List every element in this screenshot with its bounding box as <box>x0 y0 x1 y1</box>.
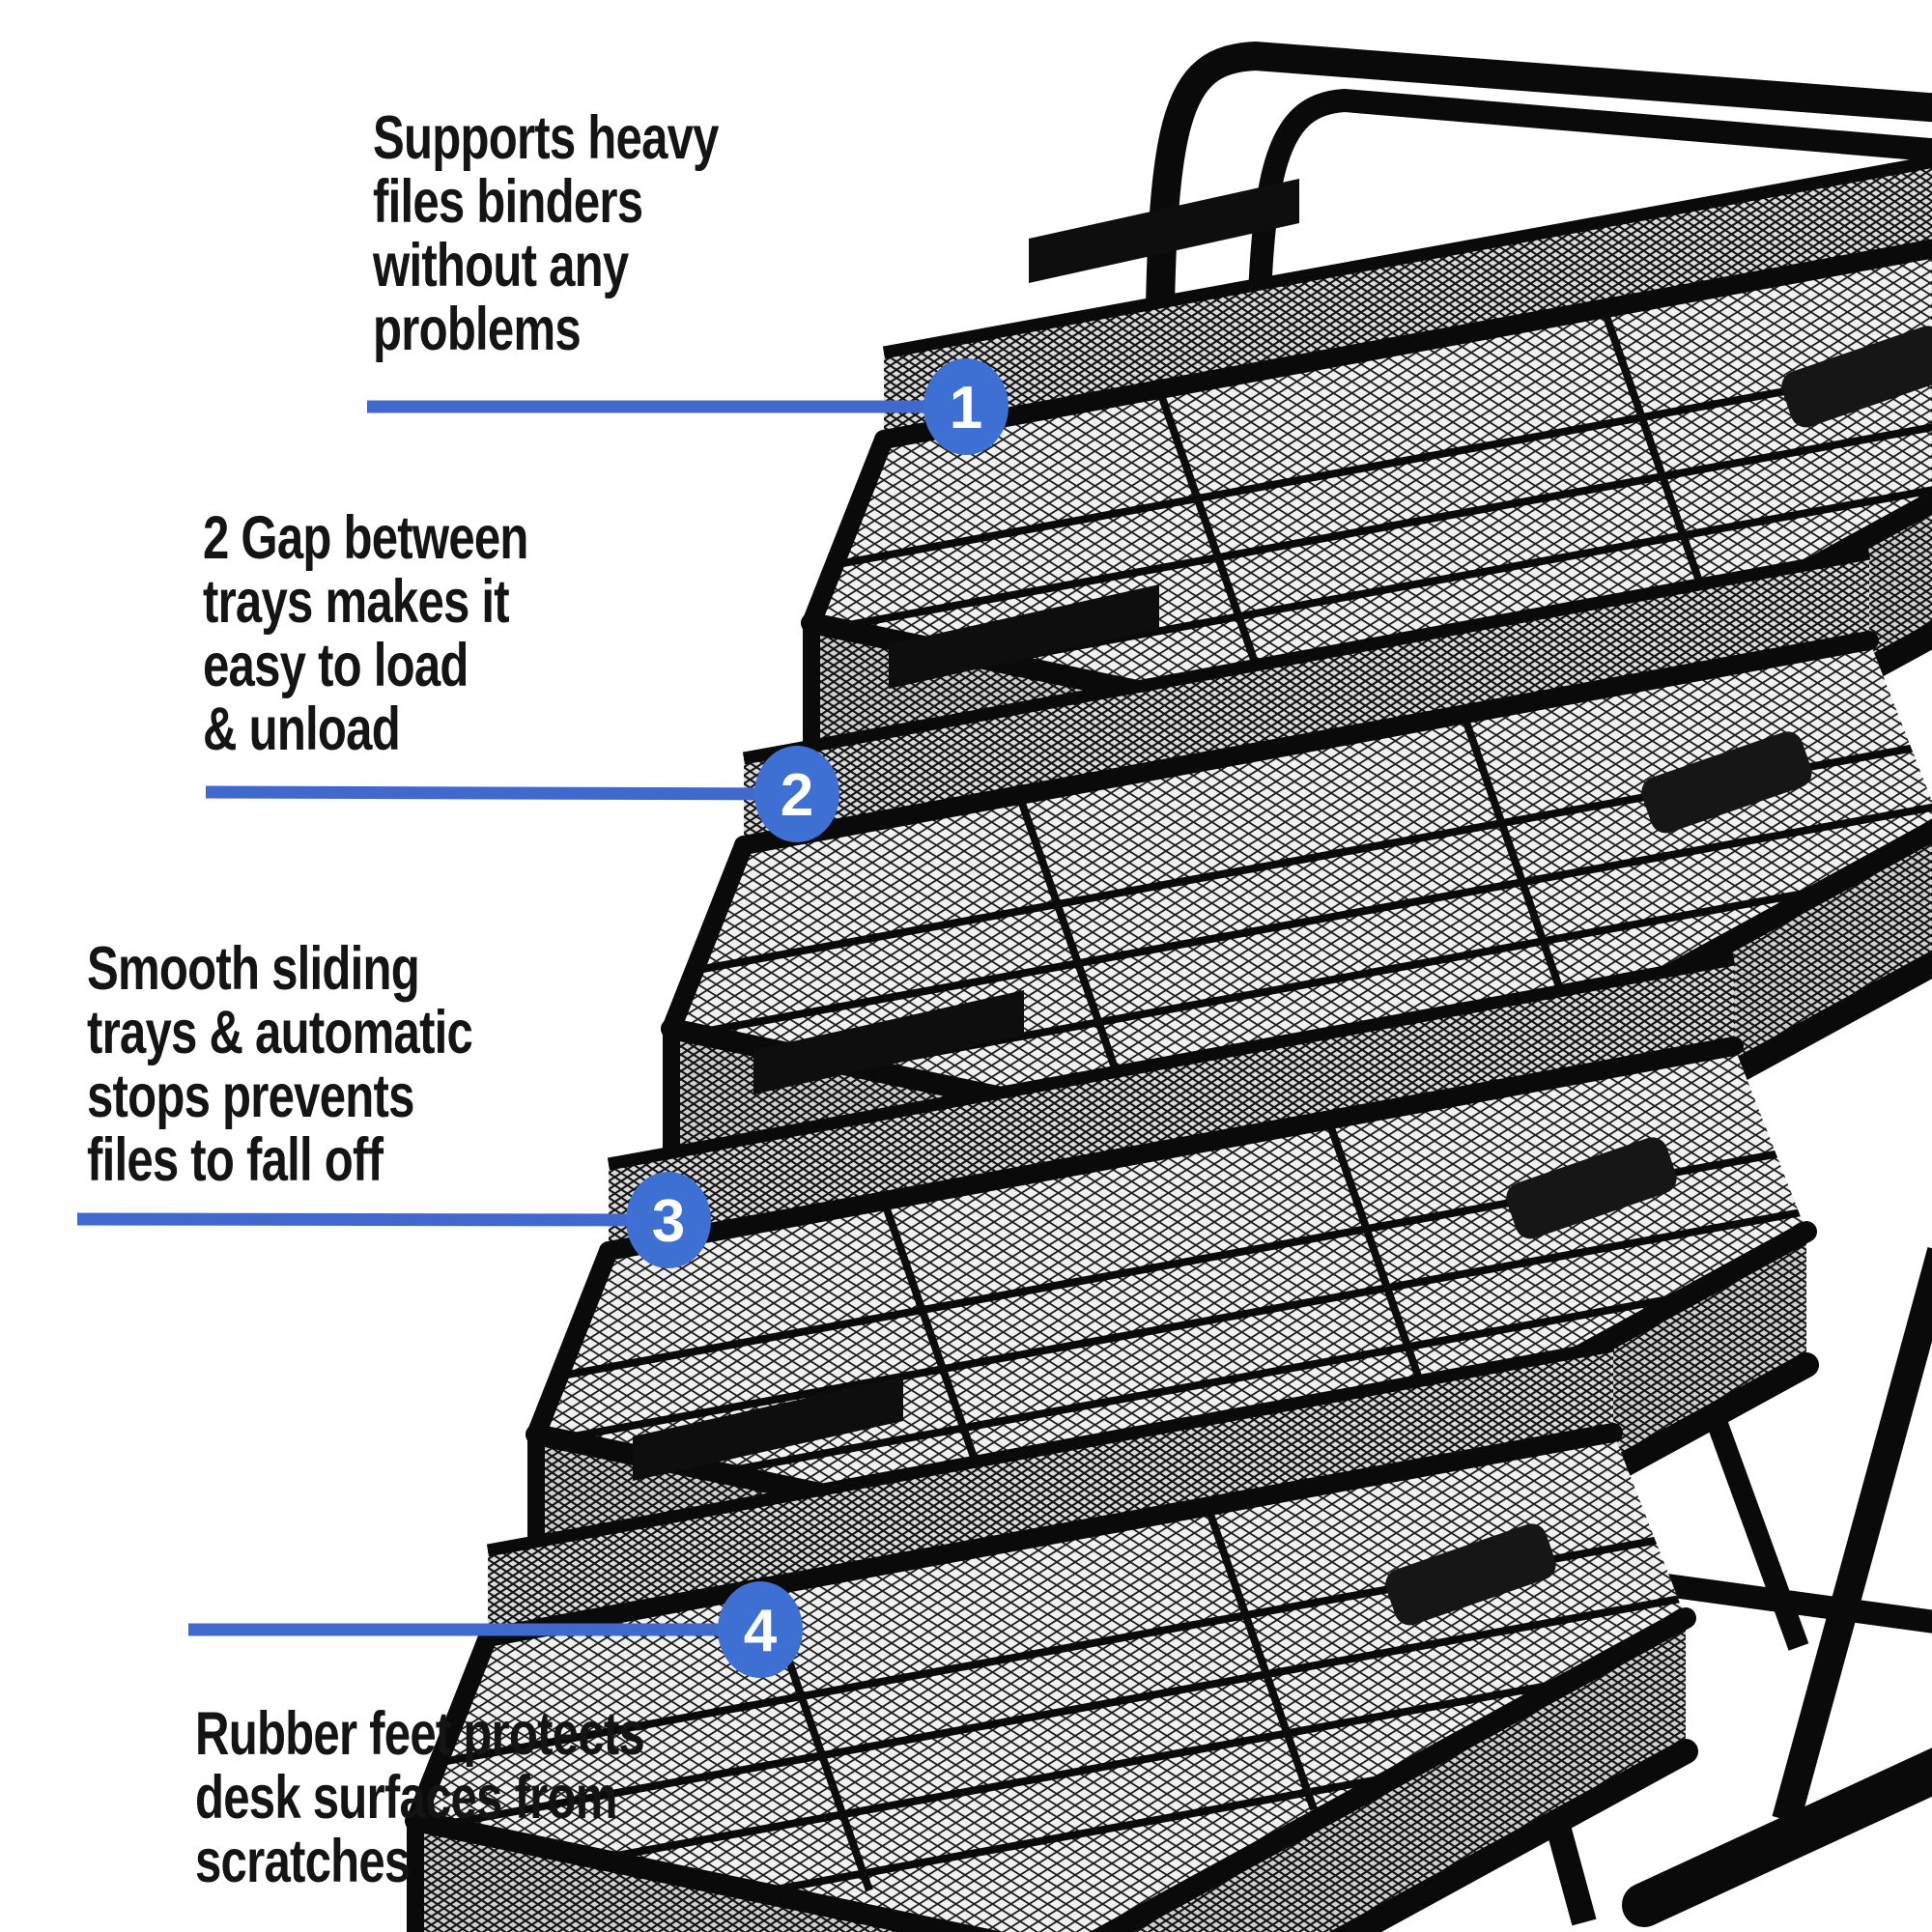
feature-text-4: Rubber feet protects desk surfaces from … <box>195 1700 645 1895</box>
callout-badge-2: 2 <box>754 746 839 842</box>
callout-badge-3: 3 <box>626 1172 711 1268</box>
callout-number-1: 1 <box>950 375 982 441</box>
callout-badge-4: 4 <box>718 1581 803 1678</box>
frame-post-right <box>1772 1247 1932 1824</box>
callout-badges: 1 2 3 4 <box>626 358 1009 1678</box>
callout-badge-1: 1 <box>923 358 1009 455</box>
callout-line-3 <box>76 1212 669 1227</box>
feature-text-2: 2 Gap between trays makes it easy to loa… <box>203 504 528 763</box>
callout-number-2: 2 <box>781 762 813 829</box>
feature-text-3: Smooth sliding trays & automatic stops p… <box>87 935 473 1194</box>
callout-line-2 <box>205 785 798 801</box>
callout-lines <box>76 400 966 1636</box>
rubber-foot <box>1622 1747 1932 1927</box>
callout-number-4: 4 <box>744 1598 778 1664</box>
callout-number-3: 3 <box>652 1188 685 1255</box>
feature-text-1: Supports heavy files binders without any… <box>373 104 720 363</box>
